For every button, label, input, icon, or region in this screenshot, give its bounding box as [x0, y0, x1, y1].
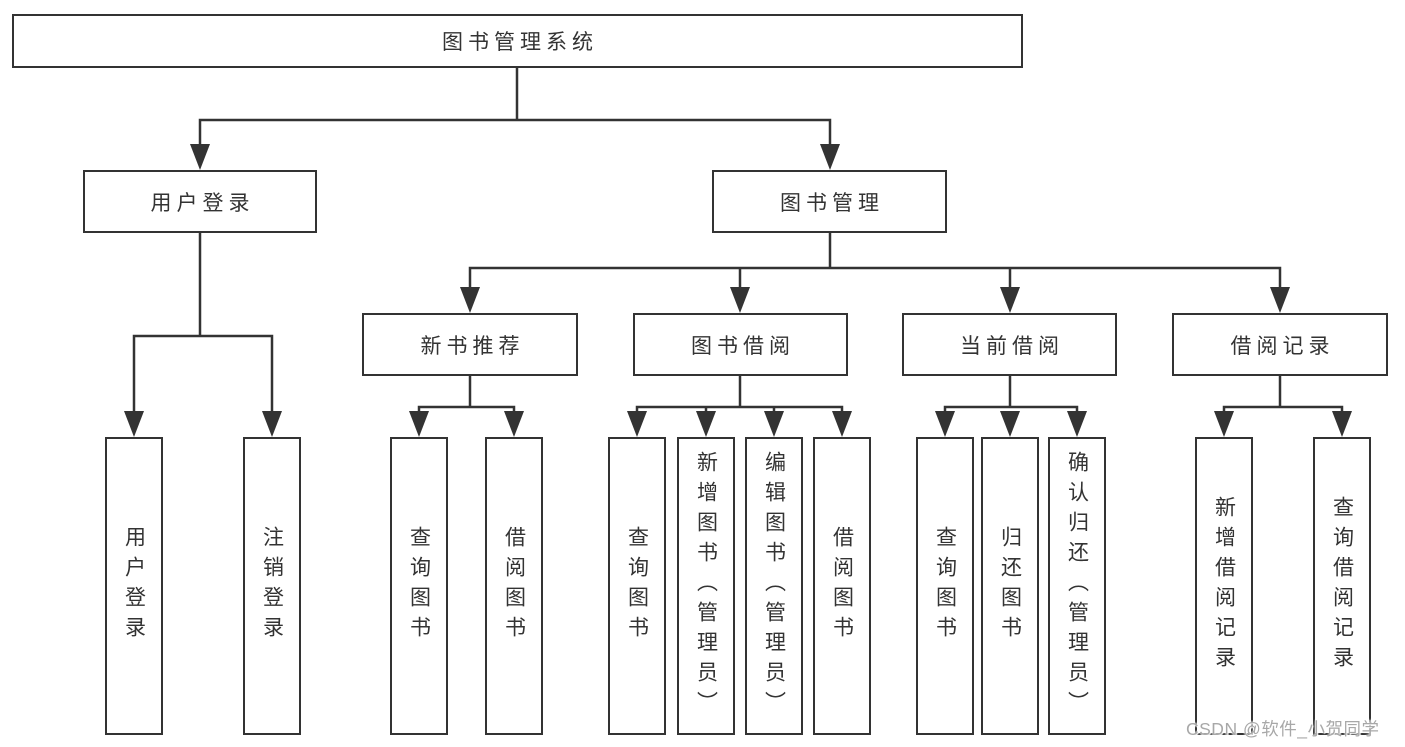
arrowhead — [764, 411, 784, 437]
leaf-label: 新增借阅记录 — [1212, 496, 1236, 676]
node-label: 新书推荐 — [420, 334, 525, 358]
arrowhead — [409, 411, 429, 437]
arrowhead — [504, 411, 524, 437]
leaf-query-borrow-record: 查询借阅记录 — [1313, 437, 1371, 735]
node-label: 用户登录 — [150, 191, 255, 215]
leaf-edit-books-admin: 编辑图书（管理员） — [745, 437, 803, 735]
leaf-label: 查询图书 — [933, 526, 957, 646]
leaf-add-books-admin: 新增图书（管理员） — [677, 437, 735, 735]
arrowheads — [124, 144, 1352, 437]
node-book-management: 图书管理 — [712, 170, 947, 233]
node-label: 当前借阅 — [960, 334, 1064, 358]
leaf-label: 新增图书（管理员） — [694, 451, 718, 721]
leaf-add-borrow-record: 新增借阅记录 — [1195, 437, 1253, 735]
arrowhead — [696, 411, 716, 437]
connector-path — [132, 68, 1344, 413]
node-new-book-recommend: 新书推荐 — [362, 313, 578, 376]
arrowhead — [730, 287, 750, 313]
leaf-label: 注销登录 — [260, 526, 284, 646]
leaf-user-login: 用户登录 — [105, 437, 163, 735]
leaf-return-books: 归还图书 — [981, 437, 1039, 735]
leaf-query-books-borrowing: 查询图书 — [608, 437, 666, 735]
arrowhead — [627, 411, 647, 437]
arrowhead — [460, 287, 480, 313]
leaf-label: 确认归还（管理员） — [1065, 451, 1089, 721]
leaf-confirm-return-admin: 确认归还（管理员） — [1048, 437, 1106, 735]
leaf-label: 借阅图书 — [502, 526, 526, 646]
arrowhead — [124, 411, 144, 437]
leaf-label: 借阅图书 — [830, 526, 854, 646]
node-user-login: 用户登录 — [83, 170, 317, 233]
node-label: 借阅记录 — [1230, 334, 1335, 358]
arrowhead — [820, 144, 840, 170]
arrowhead — [935, 411, 955, 437]
arrowhead — [1332, 411, 1352, 437]
arrowhead — [1214, 411, 1234, 437]
leaf-label: 归还图书 — [998, 526, 1022, 646]
leaf-query-books-current: 查询图书 — [916, 437, 974, 735]
arrowhead — [1270, 287, 1290, 313]
arrowhead — [190, 144, 210, 170]
node-current-borrowing: 当前借阅 — [902, 313, 1117, 376]
leaf-label: 编辑图书（管理员） — [762, 451, 786, 721]
leaf-label: 用户登录 — [122, 526, 146, 646]
leaf-borrow-books-borrowing: 借阅图书 — [813, 437, 871, 735]
arrowhead — [1000, 411, 1020, 437]
arrowhead — [832, 411, 852, 437]
node-borrowing-records: 借阅记录 — [1172, 313, 1388, 376]
arrowhead — [1067, 411, 1087, 437]
leaf-logout: 注销登录 — [243, 437, 301, 735]
node-book-borrowing: 图书借阅 — [633, 313, 848, 376]
arrowhead — [1000, 287, 1020, 313]
leaf-query-books-recommend: 查询图书 — [390, 437, 448, 735]
node-label: 图书管理 — [780, 191, 884, 215]
leaf-label: 查询借阅记录 — [1330, 496, 1354, 676]
arrowhead — [262, 411, 282, 437]
leaf-label: 查询图书 — [407, 526, 431, 646]
leaf-borrow-books-recommend: 借阅图书 — [485, 437, 543, 735]
node-library-system: 图书管理系统 — [12, 14, 1023, 68]
watermark-text: CSDN @软件_小贺同学 — [1186, 719, 1380, 739]
leaf-label: 查询图书 — [625, 526, 649, 646]
node-label: 图书借阅 — [691, 334, 795, 358]
node-label: 图书管理系统 — [442, 31, 598, 54]
